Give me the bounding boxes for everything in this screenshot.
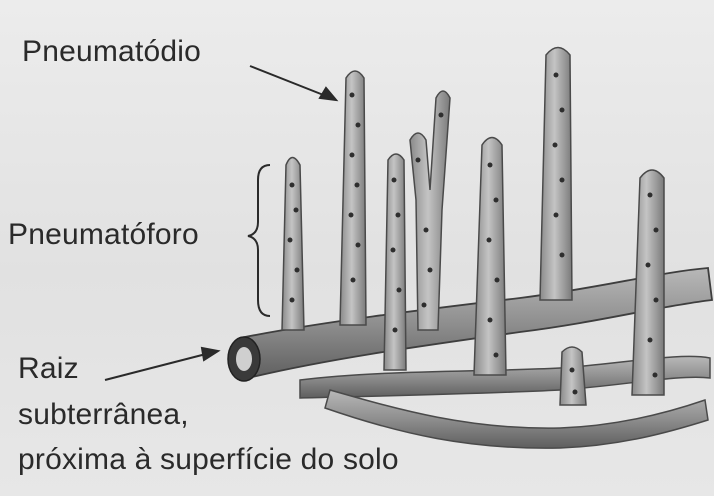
label-pneumatodio: Pneumatódio	[22, 35, 201, 69]
label-raiz-line2: subterrânea,	[18, 398, 189, 432]
pneumatoforo-brace	[248, 165, 270, 316]
arrow-pneumatodio	[250, 66, 326, 96]
label-raiz-line3: próxima à superfície do solo	[18, 443, 399, 477]
lower-root-branch	[325, 390, 708, 448]
label-pneumatoforo: Pneumatóforo	[8, 218, 199, 252]
arrow-raiz	[105, 354, 206, 380]
label-raiz-line1: Raiz	[18, 352, 79, 386]
